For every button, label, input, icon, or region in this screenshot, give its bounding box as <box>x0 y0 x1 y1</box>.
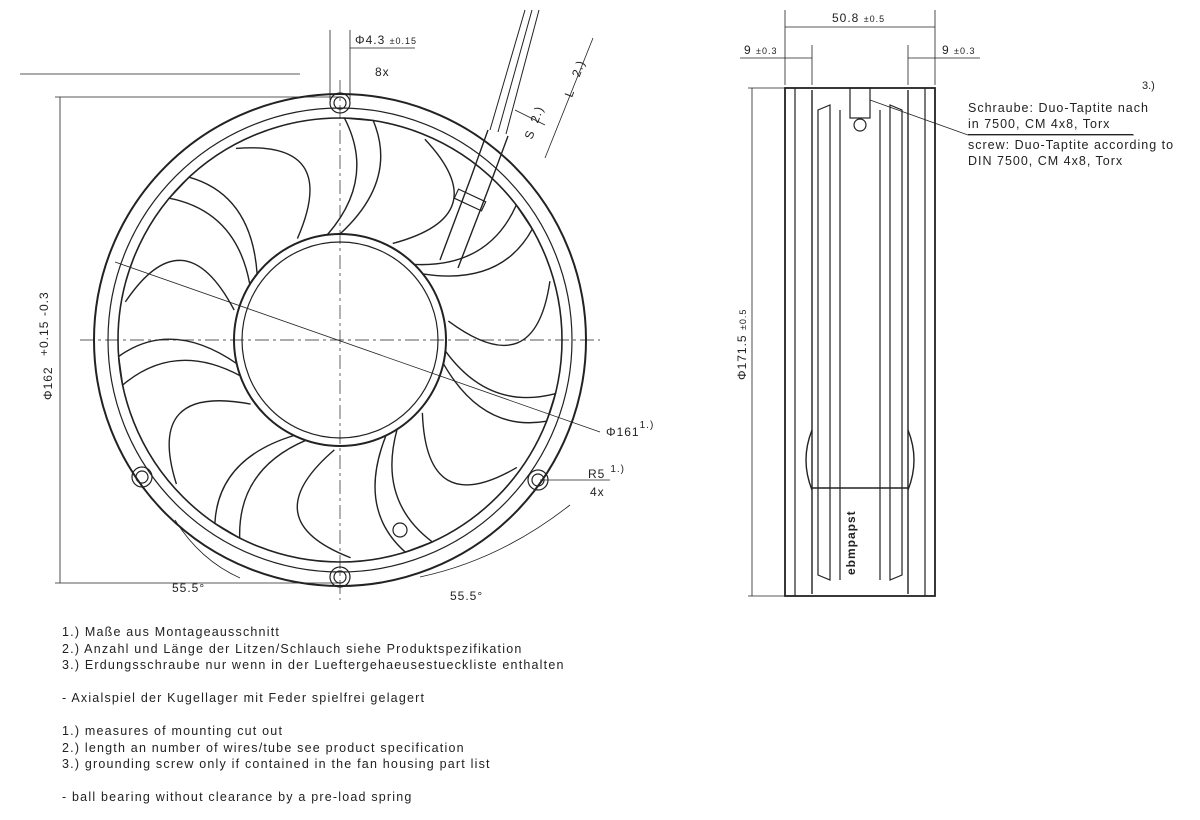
fan-blade <box>235 147 311 239</box>
height-label: Φ171.5 ±0.5 <box>735 309 749 380</box>
note-en-bearing: - ball bearing without clearance by a pr… <box>62 790 413 804</box>
hole-count-label: 8x <box>375 65 390 79</box>
angle-left-label: 55.5° <box>172 581 205 595</box>
fan-strut <box>214 434 307 540</box>
note-en-1: 1.) measures of mounting cut out <box>62 724 284 738</box>
sleeve-length-label: S 2.) <box>522 104 547 141</box>
screw-note-ref: 3.) <box>1142 80 1155 92</box>
screw-note: Schraube: Duo-Taptite nach in 7500, CM 4… <box>968 100 1174 169</box>
fan-strut <box>414 203 534 277</box>
note-de-1: 1.) Maße aus Montageausschnitt <box>62 625 281 639</box>
note-en-3: 3.) grounding screw only if contained in… <box>62 757 491 771</box>
screw-note-en-1: screw: Duo-Taptite according to <box>968 138 1175 152</box>
mount-hole <box>135 470 149 484</box>
flange-right-label: 9 ±0.3 <box>942 43 975 57</box>
fan-blade <box>447 281 551 347</box>
side-view <box>740 10 1134 597</box>
flange-left-label: 9 ±0.3 <box>744 43 777 57</box>
fan-strut <box>374 429 434 553</box>
outer-tolerance-minus: -0.3 <box>37 291 51 316</box>
divider <box>968 134 1133 135</box>
fan-blade <box>168 400 251 485</box>
fan-blade <box>296 449 351 559</box>
width-label: 50.8 ±0.5 <box>832 11 885 25</box>
note-de-bearing: - Axialspiel der Kugellager mit Feder sp… <box>62 691 426 705</box>
note-de-3: 3.) Erdungsschraube nur wenn in der Luef… <box>62 658 565 672</box>
screw-note-en-2: DIN 7500, CM 4x8, Torx <box>968 154 1124 168</box>
angle-right-label: 55.5° <box>450 589 483 603</box>
fan-strut <box>326 117 382 236</box>
note-en-2: 2.) length an number of wires/tube see p… <box>62 740 465 755</box>
note-de-2: 2.) Anzahl und Länge der Litzen/Schlauch… <box>62 641 523 656</box>
outer-diameter-label: Φ162 <box>41 366 55 400</box>
footnotes: 1.) Maße aus Montageausschnitt 2.) Anzah… <box>62 624 565 806</box>
fan-blade <box>124 259 235 311</box>
fan-strut <box>117 338 241 387</box>
brand-logo: ebmpapst <box>844 510 858 575</box>
wire-length-label: L 2.) <box>562 58 588 99</box>
radius-count-label: 4x <box>590 485 605 499</box>
fan-strut <box>442 350 557 424</box>
hole-diameter-label: Φ4.3 ±0.15 <box>355 33 417 47</box>
outer-tolerance-plus: +0.15 <box>37 321 51 356</box>
cutout-diameter-label: Φ1611.) <box>606 420 654 439</box>
screw-note-de-2: in 7500, CM 4x8, Torx <box>968 117 1111 131</box>
fan-strut <box>167 176 258 285</box>
fan-blade <box>392 138 455 245</box>
screw-note-de-1: Schraube: Duo-Taptite nach <box>968 101 1149 115</box>
fan-blade <box>421 412 518 486</box>
front-view <box>20 9 610 600</box>
